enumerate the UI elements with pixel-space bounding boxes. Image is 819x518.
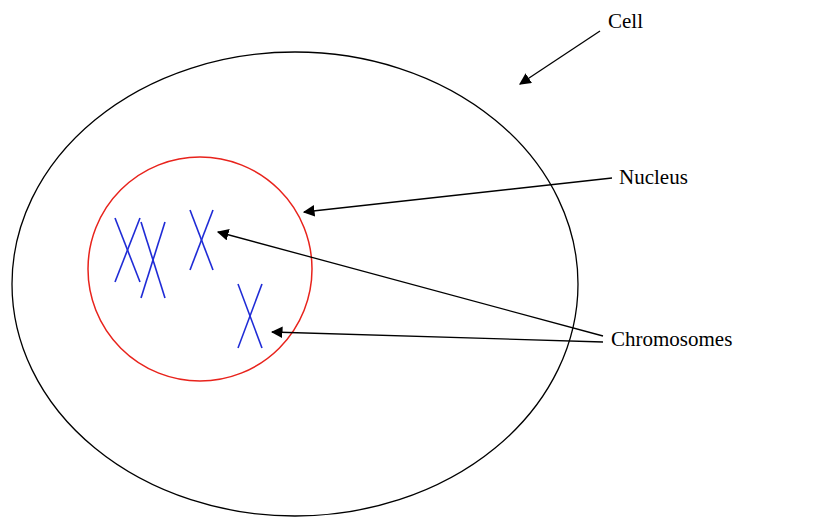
leader-arrows [218, 31, 612, 342]
chromosome-symbols [115, 210, 262, 348]
part-label: Nucleus [617, 166, 690, 189]
nucleus-outline [88, 157, 312, 381]
part-label: Cell [606, 10, 645, 33]
part-label: Chromosomes [609, 328, 734, 351]
cell-outline [12, 52, 578, 516]
